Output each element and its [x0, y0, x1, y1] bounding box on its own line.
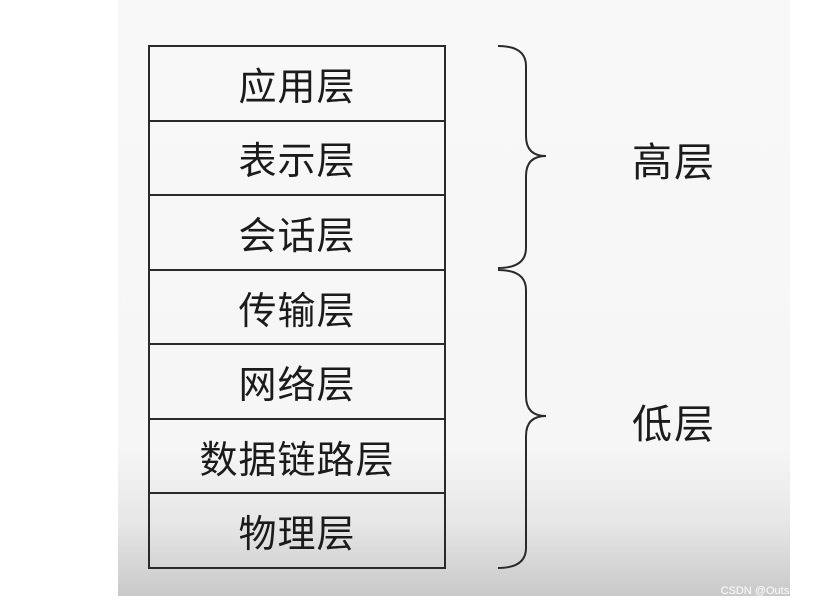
watermark-text: CSDN @Outside_: [720, 585, 810, 597]
osi-layer-stack: 应用层 表示层 会话层 传输层 网络层 数据链路层 物理层: [148, 45, 446, 569]
layer-presentation: 表示层: [150, 122, 444, 197]
layer-data-link: 数据链路层: [150, 420, 444, 495]
layer-session: 会话层: [150, 196, 444, 271]
high-layers-label: 高层: [632, 140, 716, 186]
layer-physical: 物理层: [238, 512, 356, 557]
layer-transport: 传输层: [150, 271, 444, 346]
low-layers-label: 低层: [632, 402, 716, 448]
diagram-background: [118, 0, 790, 596]
layer-network: 网络层: [150, 345, 444, 420]
layer-application: 应用层: [150, 47, 444, 122]
